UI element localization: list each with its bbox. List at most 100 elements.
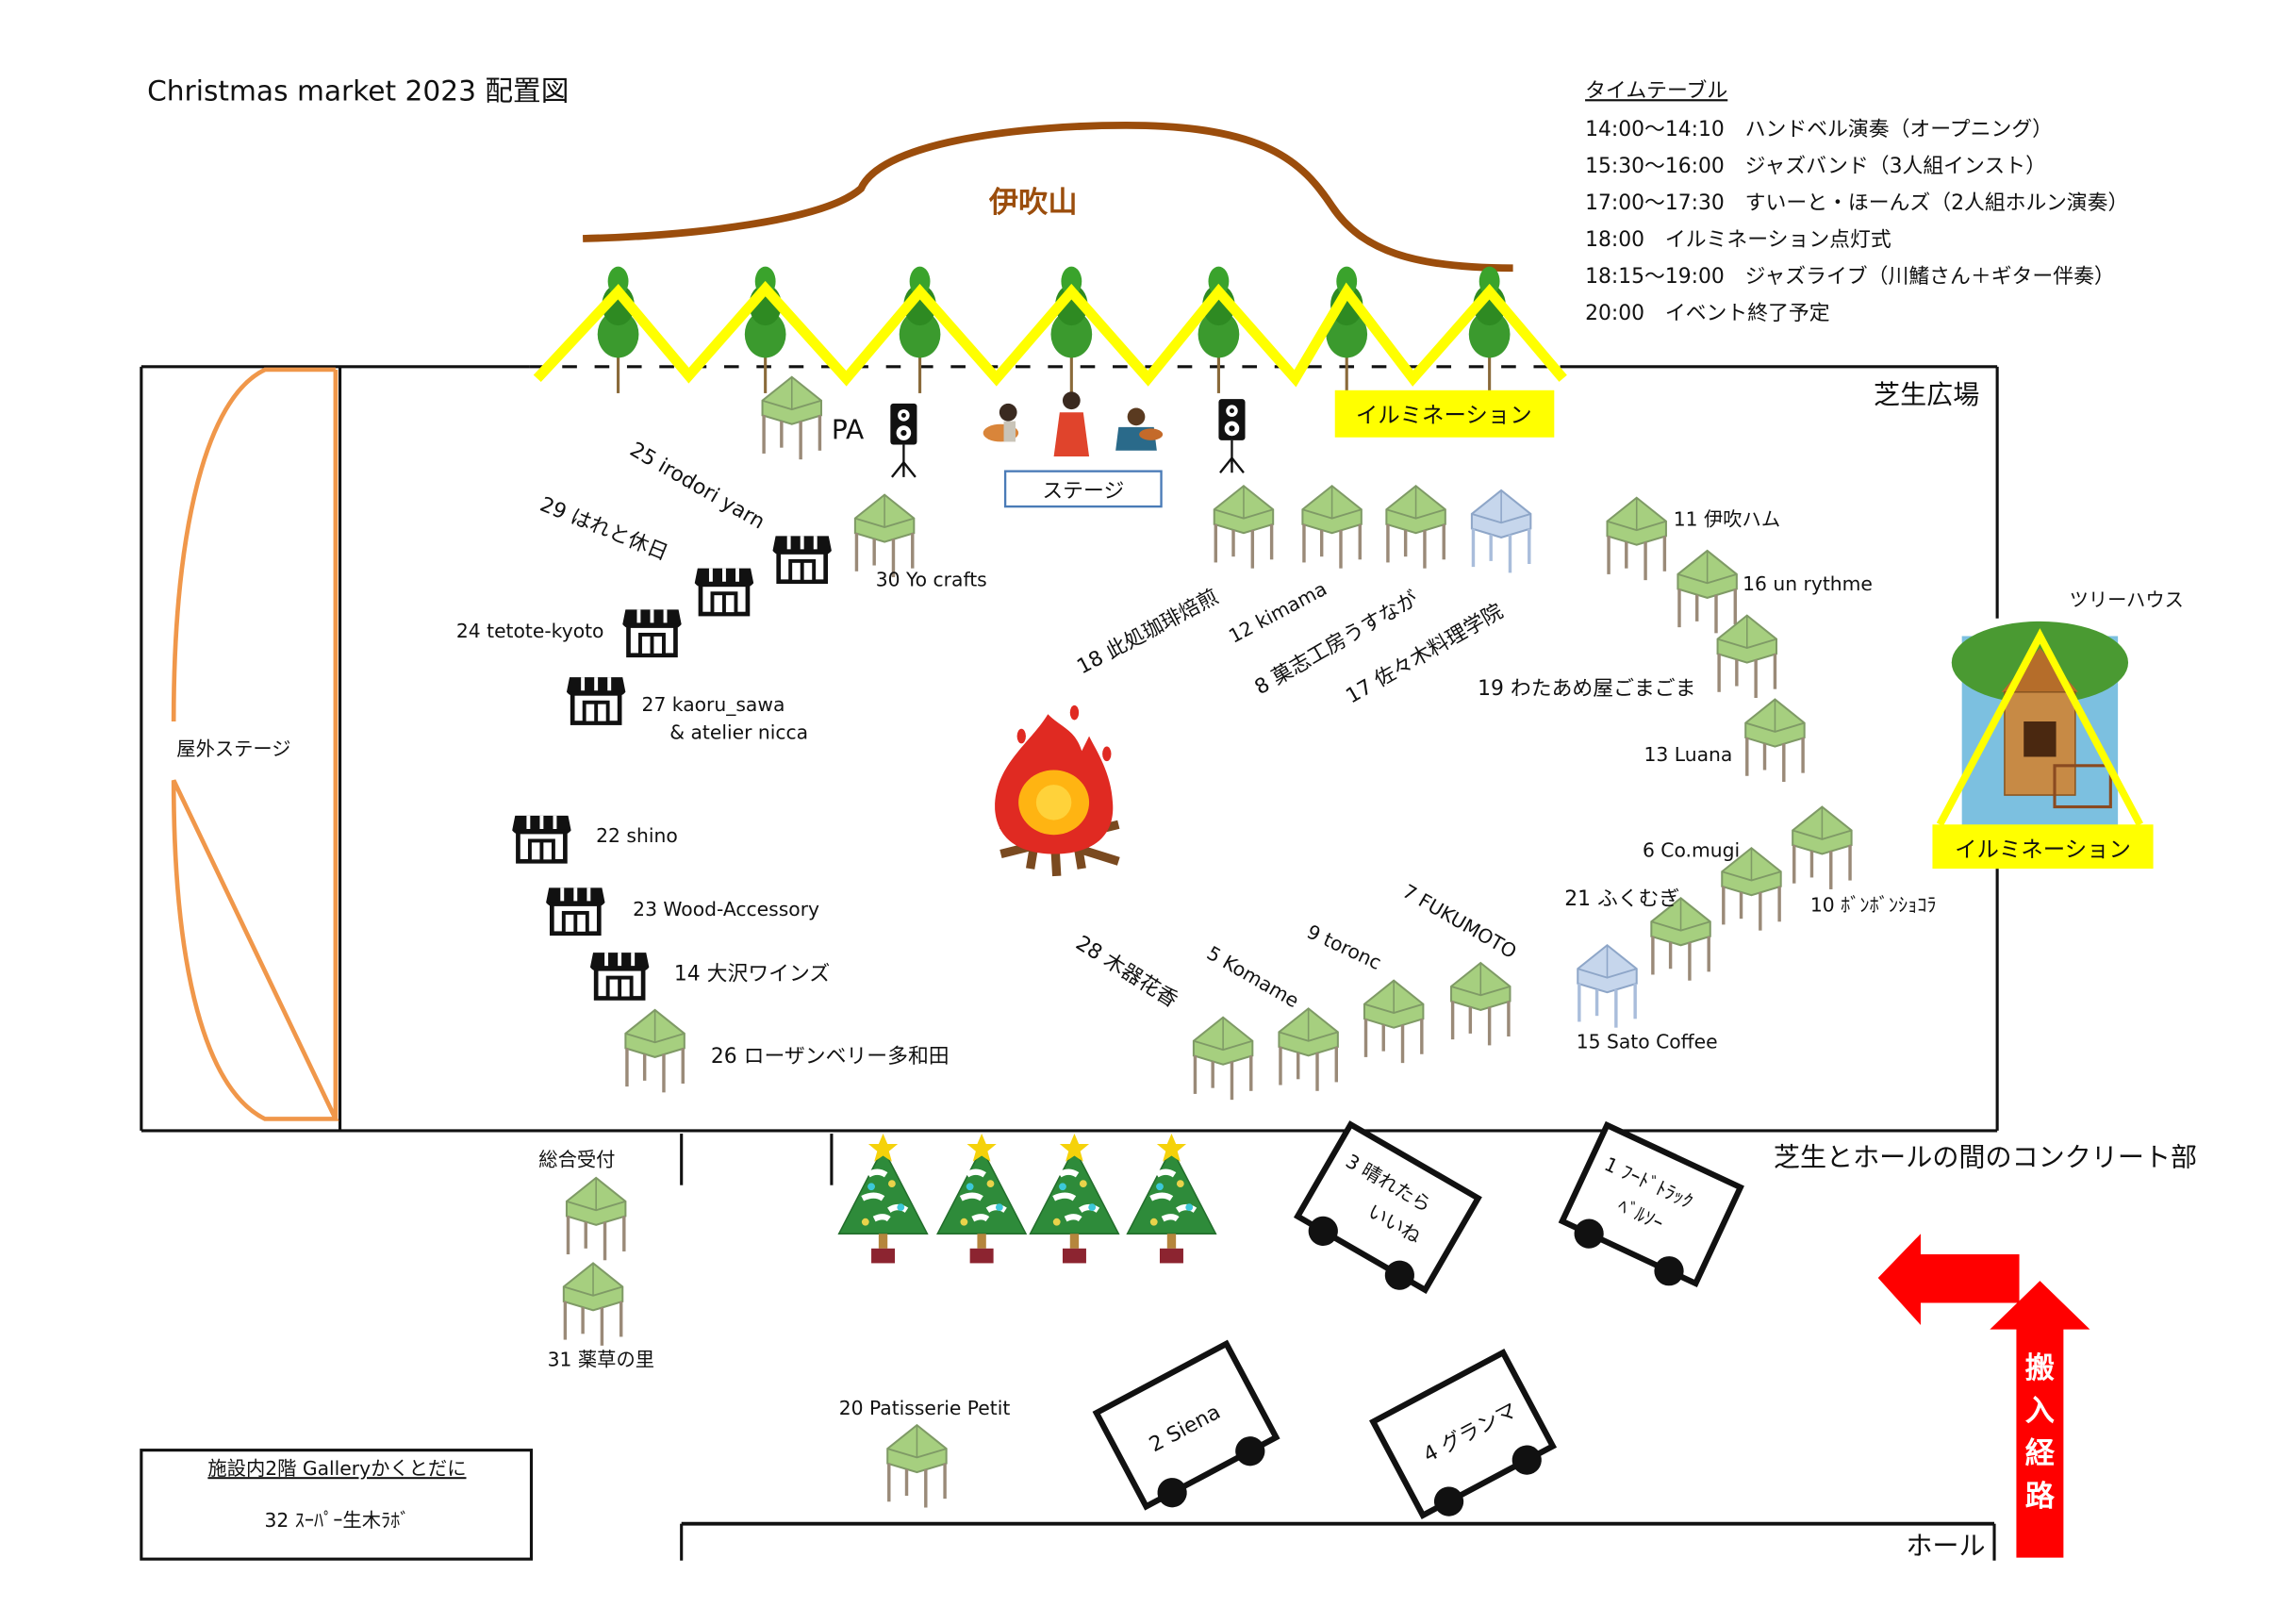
hall: ホール: [680, 1521, 1996, 1561]
vendor-8-tent-icon: [1384, 484, 1447, 571]
christmas-tree-icon: [1031, 1134, 1119, 1263]
speaker-icon: [1217, 397, 1247, 474]
mountain-outline: [583, 121, 1513, 273]
vendor-29-shop-icon: [695, 569, 753, 614]
vendor-32-label: 32 ｽｰﾊﾟｰ生木ﾗﾎﾞ: [264, 1509, 409, 1532]
illumination-label: イルミネーション: [1356, 402, 1532, 428]
christmas-tree-icon: [839, 1134, 928, 1263]
delivery-route-char: 搬: [2025, 1351, 2055, 1385]
vendor-30-tent-icon: [853, 492, 917, 579]
vendor-14-label: 14 大沢ワインズ: [674, 963, 830, 986]
food-truck-1: 1 ﾌｰﾄﾞﾄﾗｯｸ ﾍﾞﾙｿｰ: [1556, 1125, 1741, 1297]
stage-label: ステージ: [1042, 480, 1124, 504]
vendor-6-label: 6 Co.mugi: [1643, 839, 1740, 862]
vendor-19-tent-icon: [1715, 613, 1778, 700]
delivery-route: 搬 入 経 路: [1877, 1234, 2090, 1558]
concrete-area-label: 芝生とホールの間のコンクリート部: [1774, 1141, 2197, 1172]
timetable: タイムテーブル 14:00～14:10 ハンドベル演奏（オープニング） 15:3…: [1585, 79, 2128, 325]
timetable-heading: タイムテーブル: [1585, 79, 1727, 103]
vendor-18-label: 18 此処珈琲焙煎: [1073, 585, 1222, 679]
vendor-7-label: 7 FUKUMOTO: [1398, 880, 1520, 963]
vendor-18-tent-icon: [1213, 484, 1275, 571]
vendor-13-tent-icon: [1743, 697, 1807, 784]
vendor-23-label: 23 Wood-Accessory: [633, 898, 819, 920]
vendor-7-tent-icon: [1449, 961, 1512, 1048]
timetable-row: 15:30～16:00 ジャズバンド（3人組インスト）: [1585, 155, 2046, 178]
vendor-24-label: 24 tetote-kyoto: [456, 620, 604, 642]
timetable-row: 20:00 イベント終了予定: [1585, 302, 1830, 325]
vendor-31-tent-icon: [562, 1261, 624, 1348]
mountain-label: 伊吹山: [988, 186, 1078, 220]
vendor-13-label: 13 Luana: [1644, 743, 1733, 766]
vendor-10-tent-icon: [1791, 804, 1854, 891]
vendor-30-label: 30 Yo crafts: [876, 568, 987, 590]
reception-label: 総合受付: [538, 1148, 615, 1170]
speaker-icon: [889, 402, 918, 479]
vendor-25-shop-icon: [772, 536, 831, 581]
reception-tent-icon: [565, 1176, 628, 1263]
timetable-row: 17:00～17:30 すいーと・ほーんズ（2人組ホルン演奏）: [1585, 191, 2128, 215]
vendor-11-label: 11 伊吹ハム: [1674, 507, 1780, 530]
timetable-row: 14:00～14:10 ハンドベル演奏（オープニング）: [1585, 118, 2053, 141]
timetable-row: 18:00 イルミネーション点灯式: [1585, 228, 1891, 252]
food-truck-4: 4 グランマ: [1373, 1352, 1560, 1528]
vendor-5-label: 5 Komame: [1203, 941, 1303, 1012]
treehouse-label: ツリーハウス: [2070, 588, 2184, 611]
vendor-9-label: 9 toronc: [1303, 920, 1384, 974]
gallery-box: 施設内2階 Galleryかくとだに 32 ｽｰﾊﾟｰ生木ﾗﾎﾞ: [140, 1449, 534, 1561]
vendor-27-shop-icon: [567, 677, 625, 722]
vendor-27-label-2: & atelier nicca: [669, 721, 808, 744]
vendor-23-shop-icon: [546, 887, 604, 933]
vendor-28-tent-icon: [1192, 1016, 1255, 1102]
vendor-31-label: 31 薬草の里: [548, 1349, 654, 1371]
map-title: Christmas market 2023 配置図: [147, 74, 569, 107]
food-truck-3: 3 晴れたら いいね: [1290, 1124, 1478, 1302]
vendor-28-label: 28 木器花香: [1071, 932, 1181, 1013]
vendor-14-shop-icon: [590, 953, 649, 998]
stage-box: ステージ: [1003, 470, 1163, 508]
vendor-27-label: 27 kaoru_sawa: [642, 693, 785, 716]
outdoor-stage-outline: [171, 367, 339, 1121]
vendor-25-label: 25 irodori yarn: [626, 438, 769, 534]
treehouse: ツリーハウス イルミネーション: [1932, 588, 2184, 870]
christmas-tree-icon: [937, 1134, 1026, 1263]
treehouse-illumination-label: イルミネーション: [1955, 837, 2131, 863]
vendor-26-tent-icon: [623, 1008, 686, 1095]
vendor-11-tent-icon: [1605, 496, 1668, 582]
food-truck-2: 2 Siena: [1097, 1344, 1283, 1519]
vendor-24-shop-icon: [622, 609, 681, 655]
vendor-16-tent-icon: [1676, 549, 1739, 636]
vendor-15-tent-icon: [1576, 943, 1639, 1030]
vendor-21-label: 21 ふくむぎ: [1564, 887, 1679, 911]
vendor-26-label: 26 ローザンベリー多和田: [711, 1045, 950, 1069]
vendor-19-label: 19 わたあめ屋ごまごま: [1478, 677, 1695, 701]
vendor-20-tent-icon: [885, 1423, 949, 1510]
vendor-22-shop-icon: [512, 816, 570, 861]
delivery-route-char: 入: [2025, 1394, 2055, 1428]
vendor-15-label: 15 Sato Coffee: [1577, 1031, 1718, 1053]
illumination-sign-top: イルミネーション: [1334, 389, 1555, 438]
vendor-12-tent-icon: [1300, 484, 1363, 571]
lawn-label: 芝生広場: [1874, 379, 1979, 410]
arrow-left-icon: [1877, 1234, 2020, 1325]
christmas-tree-icon: [1128, 1134, 1216, 1263]
pa-tent-icon: [760, 375, 823, 461]
vendor-10-label: 10 ﾎﾞﾝﾎﾞﾝｼｮｺﾗ: [1810, 893, 1937, 916]
timetable-row: 18:15～19:00 ジャズライブ（川鰭さん＋ギター伴奏）: [1585, 265, 2115, 289]
vendor-5-tent-icon: [1277, 1006, 1340, 1093]
vendor-9-tent-icon: [1363, 979, 1426, 1065]
pa-label: PA: [832, 414, 864, 445]
gallery-heading: 施設内2階 Galleryかくとだに: [207, 1457, 466, 1480]
delivery-route-char: 経: [2025, 1437, 2056, 1471]
hall-label: ホール: [1906, 1530, 1985, 1561]
outdoor-stage-label: 屋外ステージ: [176, 737, 290, 760]
bonfire-icon: [995, 704, 1120, 877]
arrow-up-icon: [1990, 1281, 2090, 1558]
vendor-17-tent-icon: [1470, 489, 1533, 575]
christmas-trees: [839, 1134, 1216, 1263]
vendor-22-label: 22 shino: [596, 824, 678, 847]
vendor-16-label: 16 un rythme: [1743, 572, 1873, 595]
delivery-route-char: 路: [2025, 1480, 2056, 1514]
vendor-20-label: 20 Patisserie Petit: [839, 1397, 1011, 1419]
